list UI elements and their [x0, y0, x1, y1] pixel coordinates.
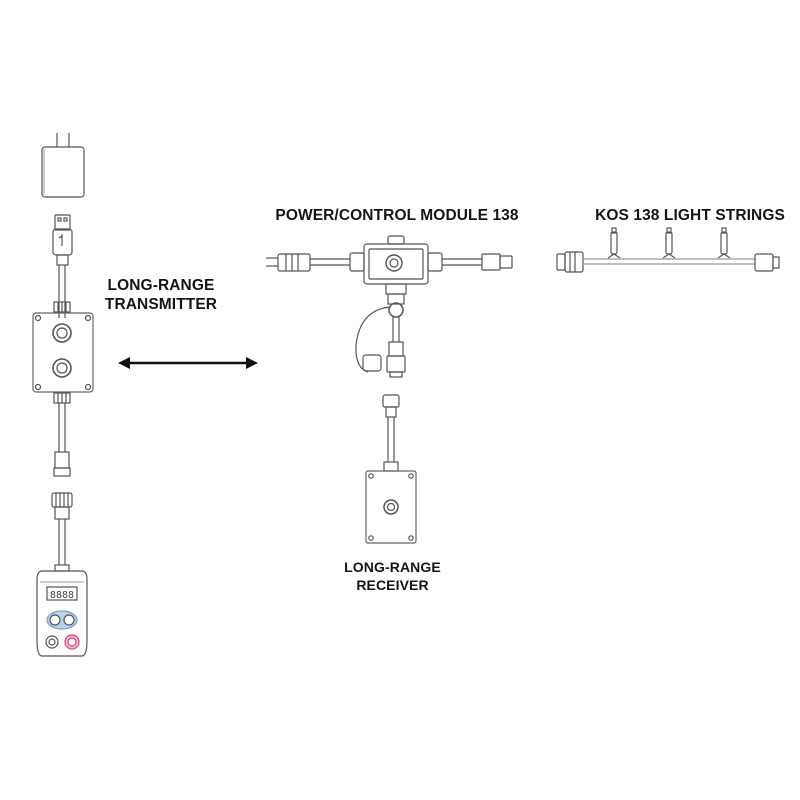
transmitter-label-line2: TRANSMITTER	[104, 296, 218, 313]
power-control-module	[266, 235, 513, 378]
power-module-label: POWER/CONTROL MODULE 138	[275, 207, 519, 224]
wireless-link-arrow	[118, 357, 258, 369]
handheld-controller: 8888	[36, 492, 88, 657]
receiver-label: LONG-RANGE RECEIVER	[330, 558, 455, 594]
usb-cable	[52, 214, 73, 318]
light-strings	[556, 227, 780, 273]
transmitter-label-line1: LONG-RANGE	[107, 277, 215, 294]
receiver-label-line1: LONG-RANGE	[344, 559, 441, 575]
receiver-label-line2: RECEIVER	[356, 577, 429, 593]
long-range-transmitter	[32, 301, 94, 477]
light-strings-label: KOS 138 LIGHT STRINGS	[595, 207, 785, 224]
usb-power-adapter	[41, 133, 85, 198]
long-range-receiver	[365, 394, 417, 544]
transmitter-label: LONG-RANGE TRANSMITTER	[96, 276, 226, 314]
svg-text:8888: 8888	[50, 590, 74, 601]
